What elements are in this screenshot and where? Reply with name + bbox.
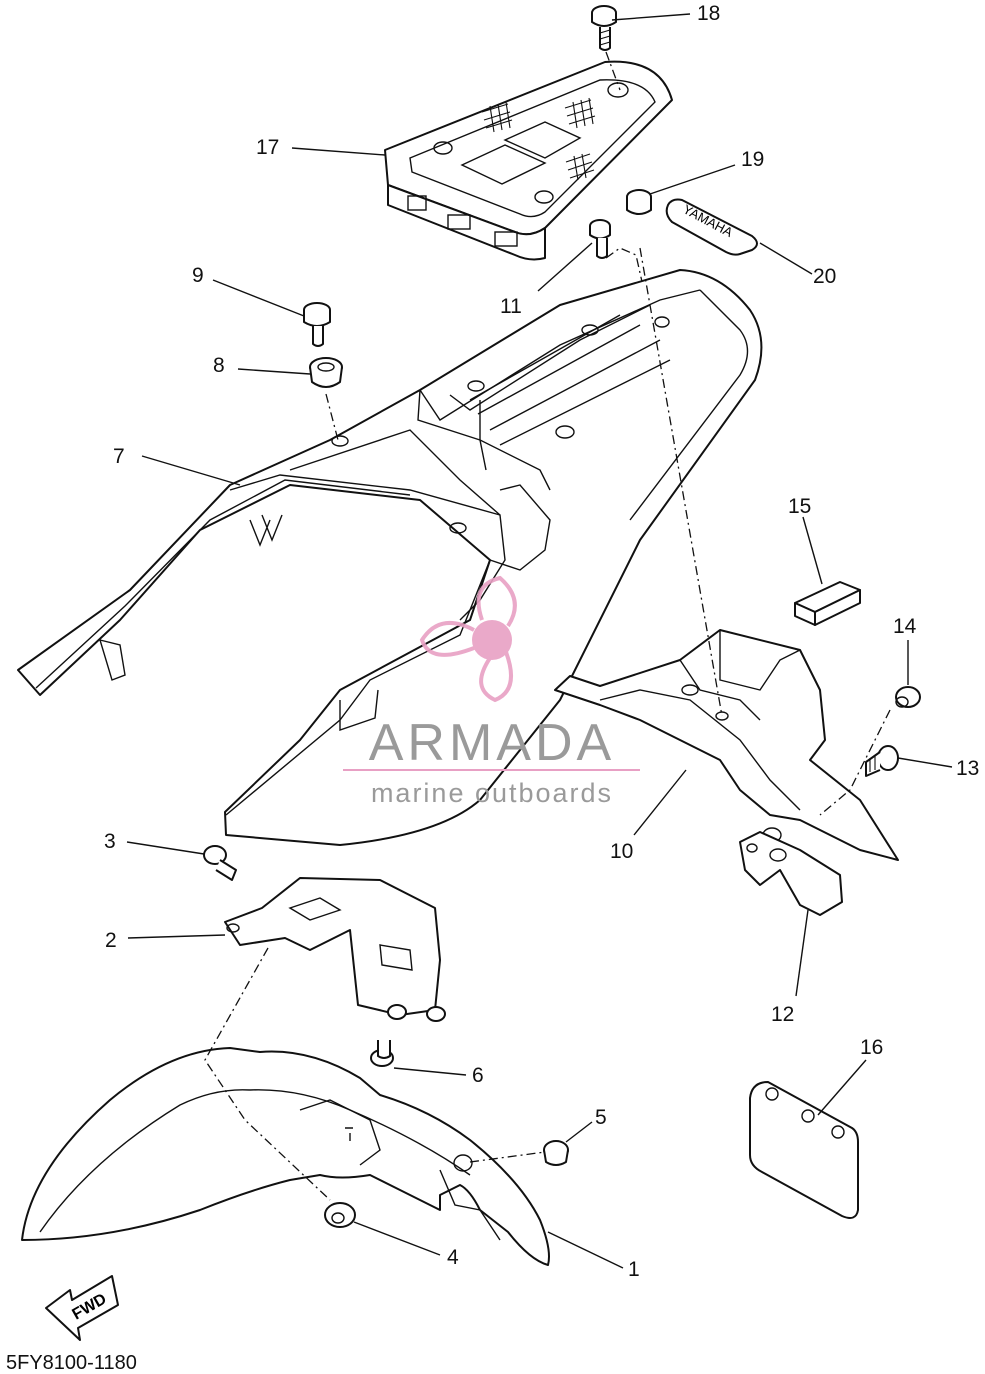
tail-bolt[interactable] bbox=[303, 302, 331, 347]
fender-stay[interactable] bbox=[224, 877, 441, 1016]
callout-5: 5 bbox=[595, 1106, 607, 1129]
bracket-nut[interactable] bbox=[895, 686, 921, 708]
tail-light-bracket[interactable] bbox=[554, 629, 899, 861]
callout-7: 7 bbox=[113, 445, 125, 468]
bracket-alignment-line bbox=[639, 247, 723, 717]
callout-1: 1 bbox=[628, 1258, 640, 1281]
watermark-tagline: marine outboards bbox=[371, 778, 613, 808]
callout-16: 16 bbox=[860, 1036, 883, 1059]
grommet-alignment-line bbox=[469, 1151, 546, 1163]
fender-bolt[interactable] bbox=[589, 219, 611, 259]
tail-grommet[interactable] bbox=[309, 357, 343, 388]
callout-9: 9 bbox=[192, 264, 204, 287]
stay-bolts[interactable] bbox=[387, 1004, 446, 1022]
callout-20: 20 bbox=[813, 265, 836, 288]
leader-lines bbox=[126, 13, 953, 1269]
diagram-code: 5FY8100-1180 bbox=[6, 1352, 137, 1374]
carrier-grommet[interactable] bbox=[626, 189, 652, 215]
rear-fender[interactable] bbox=[17, 269, 763, 846]
yamaha-emblem[interactable]: YAMAHA bbox=[665, 198, 758, 256]
callout-14: 14 bbox=[893, 615, 917, 638]
callout-15: 15 bbox=[788, 495, 811, 518]
license-plate[interactable] bbox=[749, 1081, 859, 1219]
callout-10: 10 bbox=[610, 840, 633, 863]
fender-screw[interactable] bbox=[370, 1040, 394, 1067]
fender-grommet[interactable] bbox=[543, 1140, 569, 1166]
bolt-alignment-line bbox=[605, 51, 621, 91]
bracket-bolt[interactable] bbox=[865, 745, 899, 777]
front-fender[interactable] bbox=[21, 1047, 550, 1266]
reflector[interactable] bbox=[794, 581, 861, 626]
callout-2: 2 bbox=[105, 929, 117, 952]
callout-13: 13 bbox=[956, 757, 979, 780]
license-bracket[interactable] bbox=[739, 831, 843, 916]
callout-labels: 1 2 3 4 5 6 7 8 9 10 11 12 13 14 15 16 1… bbox=[104, 2, 979, 1281]
forward-arrow-icon: FWD bbox=[45, 1275, 119, 1341]
rear-carrier[interactable] bbox=[384, 60, 673, 261]
callout-19: 19 bbox=[741, 148, 764, 171]
callout-18: 18 bbox=[697, 2, 720, 25]
callout-3: 3 bbox=[104, 830, 116, 853]
callout-12: 12 bbox=[771, 1003, 794, 1026]
callout-6: 6 bbox=[472, 1064, 484, 1087]
callout-11: 11 bbox=[500, 295, 522, 318]
carrier-bolt[interactable] bbox=[591, 5, 617, 51]
fender-collar[interactable] bbox=[324, 1202, 356, 1228]
callout-4: 4 bbox=[447, 1246, 459, 1269]
tail-alignment-line bbox=[325, 393, 339, 441]
watermark-name: ARMADA bbox=[369, 714, 615, 772]
callout-8: 8 bbox=[213, 354, 225, 377]
callout-17: 17 bbox=[256, 136, 279, 159]
fender-alignment-line bbox=[204, 947, 331, 1201]
watermark-logo bbox=[419, 575, 517, 703]
stay-bolt[interactable] bbox=[203, 845, 237, 881]
bracket-bolt-alignment-line bbox=[819, 709, 891, 816]
